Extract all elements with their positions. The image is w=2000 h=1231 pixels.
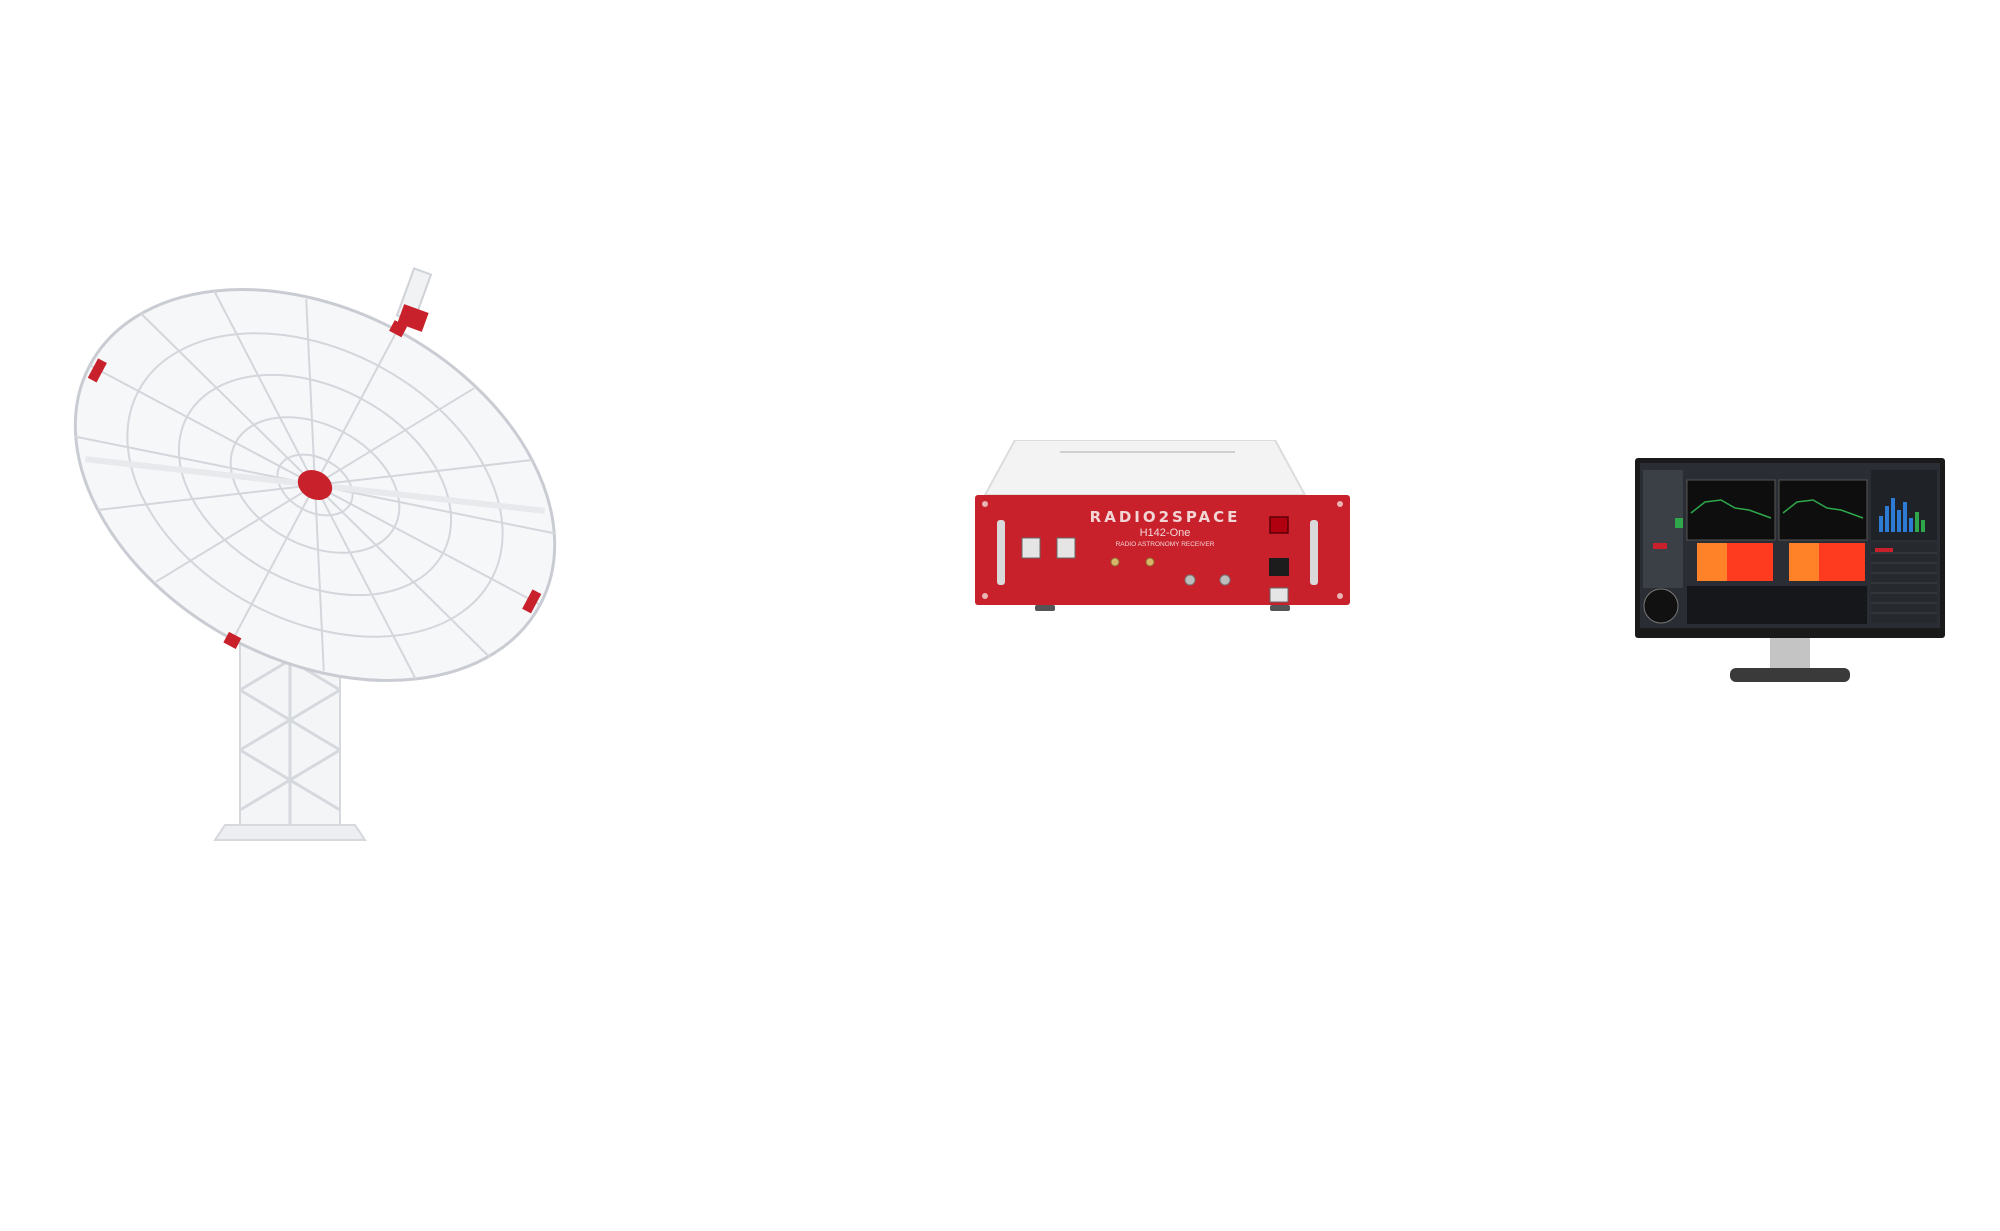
receiver-model: H142-One — [1140, 527, 1191, 539]
left-handle — [997, 520, 1005, 585]
usb-port — [1021, 537, 1041, 559]
radio-telescope-dish-icon — [73, 267, 557, 841]
bnc-connector — [1219, 574, 1231, 586]
sma-connector — [1110, 557, 1120, 567]
rack-receiver-unit-icon: RADIO2SPACE H142-One RADIO ASTRONOMY REC… — [975, 440, 1350, 611]
sma-connector — [1145, 557, 1155, 567]
monitor-base — [1730, 668, 1850, 682]
usb-port — [1269, 587, 1289, 603]
dish-reflector — [73, 288, 557, 682]
receiver-brand: RADIO2SPACE — [1090, 508, 1241, 526]
ethernet-port — [1269, 558, 1289, 576]
right-handle — [1310, 520, 1318, 585]
dish-feed-horn — [395, 267, 433, 332]
receiver-front-panel — [975, 495, 1350, 605]
monitor-stand — [1770, 633, 1810, 673]
power-switch — [1269, 516, 1289, 534]
computer-monitor-icon — [1635, 458, 1945, 682]
receiver-subtitle: RADIO ASTRONOMY RECEIVER — [1116, 541, 1215, 548]
usb-port — [1056, 537, 1076, 559]
bnc-connector — [1184, 574, 1196, 586]
